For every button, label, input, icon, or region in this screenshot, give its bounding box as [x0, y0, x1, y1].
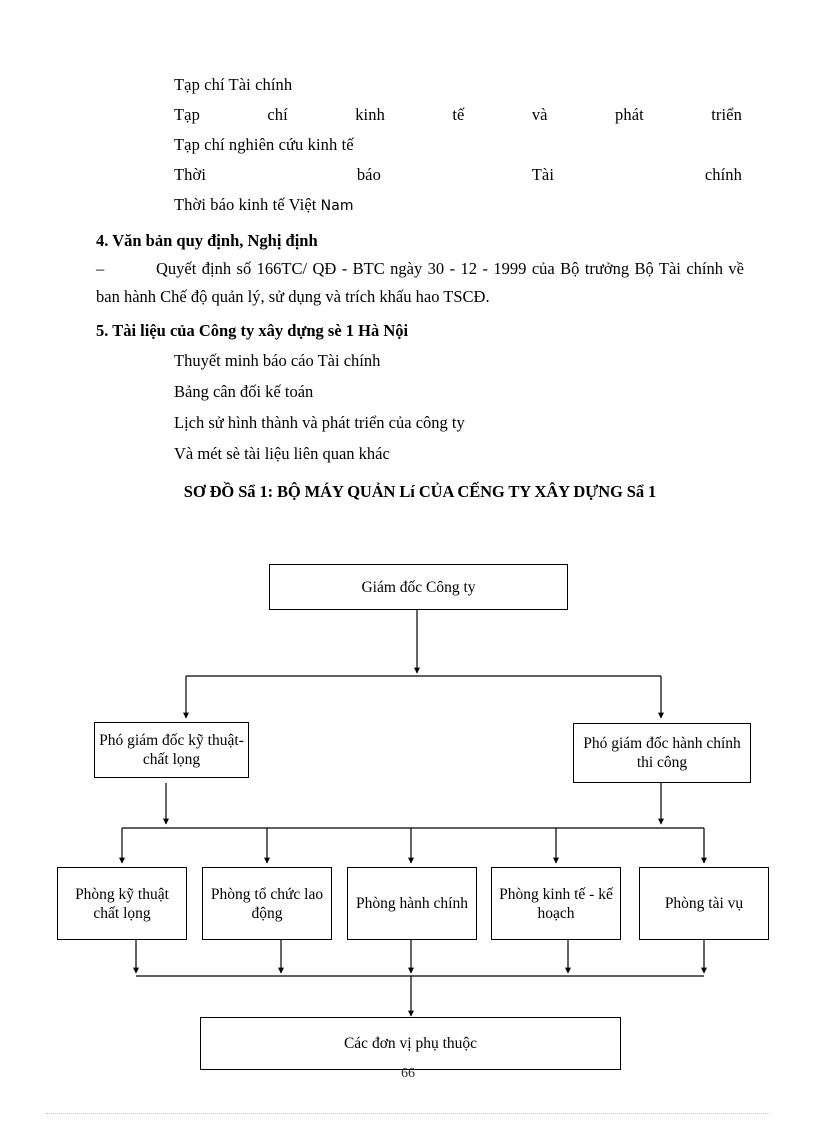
node-dept-4-label: Phòng kinh tế - kế hoạch	[499, 885, 613, 922]
ref4-word-4: chính	[704, 165, 742, 184]
node-dept-5-label: Phòng tài vụ	[664, 895, 744, 912]
ref4-word-2: báo	[356, 165, 381, 184]
diagram-title: SƠ ĐỒ Sẩ 1: BỘ MÁY QUẢN Lí CỦA CẾNG TY X…	[183, 482, 657, 501]
ref2-word-5: và	[531, 105, 548, 124]
node-deputy-technical-label: Phó giám đốc kỹ thuật- chất lọng	[99, 732, 244, 768]
section-4-heading: 4. Văn bản quy định, Nghị định	[96, 231, 318, 250]
node-deputy-technical[interactable]: Phó giám đốc kỹ thuật- chất lọng	[94, 722, 249, 778]
ref2-word-2: chí	[267, 105, 288, 124]
node-dept-finance[interactable]: Phòng tài vụ	[639, 867, 769, 940]
node-dept-organization-labor[interactable]: Phòng tổ chức lao động	[202, 867, 332, 940]
node-subordinate-units[interactable]: Các đơn vị phụ thuộc	[200, 1017, 621, 1070]
ref4-word-3: Tài	[531, 165, 555, 184]
node-dept-technical-quality[interactable]: Phòng kỹ thuật chất lọng	[57, 867, 187, 940]
reference-line-2: Tạp chí kinh tế và phát triển	[96, 100, 744, 130]
section-4-dash: –	[96, 259, 105, 278]
ref2-word-1: Tạp	[174, 105, 200, 124]
section-5-item-4: Và mét sè tài liệu liên quan khác	[174, 444, 390, 463]
ref2-word-4: tế	[452, 105, 465, 124]
ref2-word-7: triển	[711, 105, 742, 124]
section-4-paragraph: –Quyết định số 166TC/ QĐ - BTC ngày 30 -…	[96, 255, 744, 311]
reference-line-5-main: Thời báo kinh tế Việt	[174, 195, 317, 214]
node-dept-3-label: Phòng hành chính	[356, 895, 468, 912]
reference-line-1: Tạp chí Tài chính	[174, 75, 293, 94]
reference-line-3: Tạp chí nghiên cứu kinh tế	[174, 135, 354, 154]
section-5-heading: 5. Tài liệu của Công ty xây dựng sè 1 Hà…	[96, 321, 409, 340]
node-deputy-admin-label: Phó giám đốc hành chính thi công	[583, 735, 741, 771]
reference-line-4: Thời báo Tài chính	[96, 160, 744, 190]
section-5-item-2: Bảng cân đối kế toán	[174, 382, 314, 401]
ref2-word-6: phát	[615, 105, 644, 124]
reference-line-5-tail: Nam	[320, 198, 354, 214]
ref4-word-1: Thời	[174, 165, 207, 184]
node-dept-economics-planning[interactable]: Phòng kinh tế - kế hoạch	[491, 867, 621, 940]
page-number: 66	[401, 1066, 415, 1081]
node-dept-2-label: Phòng tổ chức lao động	[210, 885, 324, 922]
node-deputy-admin[interactable]: Phó giám đốc hành chính thi công	[573, 723, 751, 783]
section-5-item-3: Lịch sử hình thành và phát triển của côn…	[174, 413, 465, 432]
section-4-body: Quyết định số 166TC/ QĐ - BTC ngày 30 - …	[96, 259, 744, 306]
node-director-label: Giám đốc Công ty	[361, 578, 476, 596]
document-body: Tạp chí Tài chính Tạp chí kinh tế và phá…	[96, 70, 744, 505]
node-dept-administration[interactable]: Phòng hành chính	[347, 867, 477, 940]
node-director[interactable]: Giám đốc Công ty	[269, 564, 568, 610]
section-5-item-1: Thuyết minh báo cáo Tài chính	[174, 351, 381, 370]
reference-line-5: Thời báo kinh tế Việt Nam	[96, 190, 744, 221]
node-subunits-label: Các đơn vị phụ thuộc	[343, 1035, 478, 1052]
ref2-word-3: kinh	[355, 105, 385, 124]
node-dept-1-label: Phòng kỹ thuật chất lọng	[75, 885, 169, 922]
page-bottom-rule	[46, 1113, 770, 1114]
